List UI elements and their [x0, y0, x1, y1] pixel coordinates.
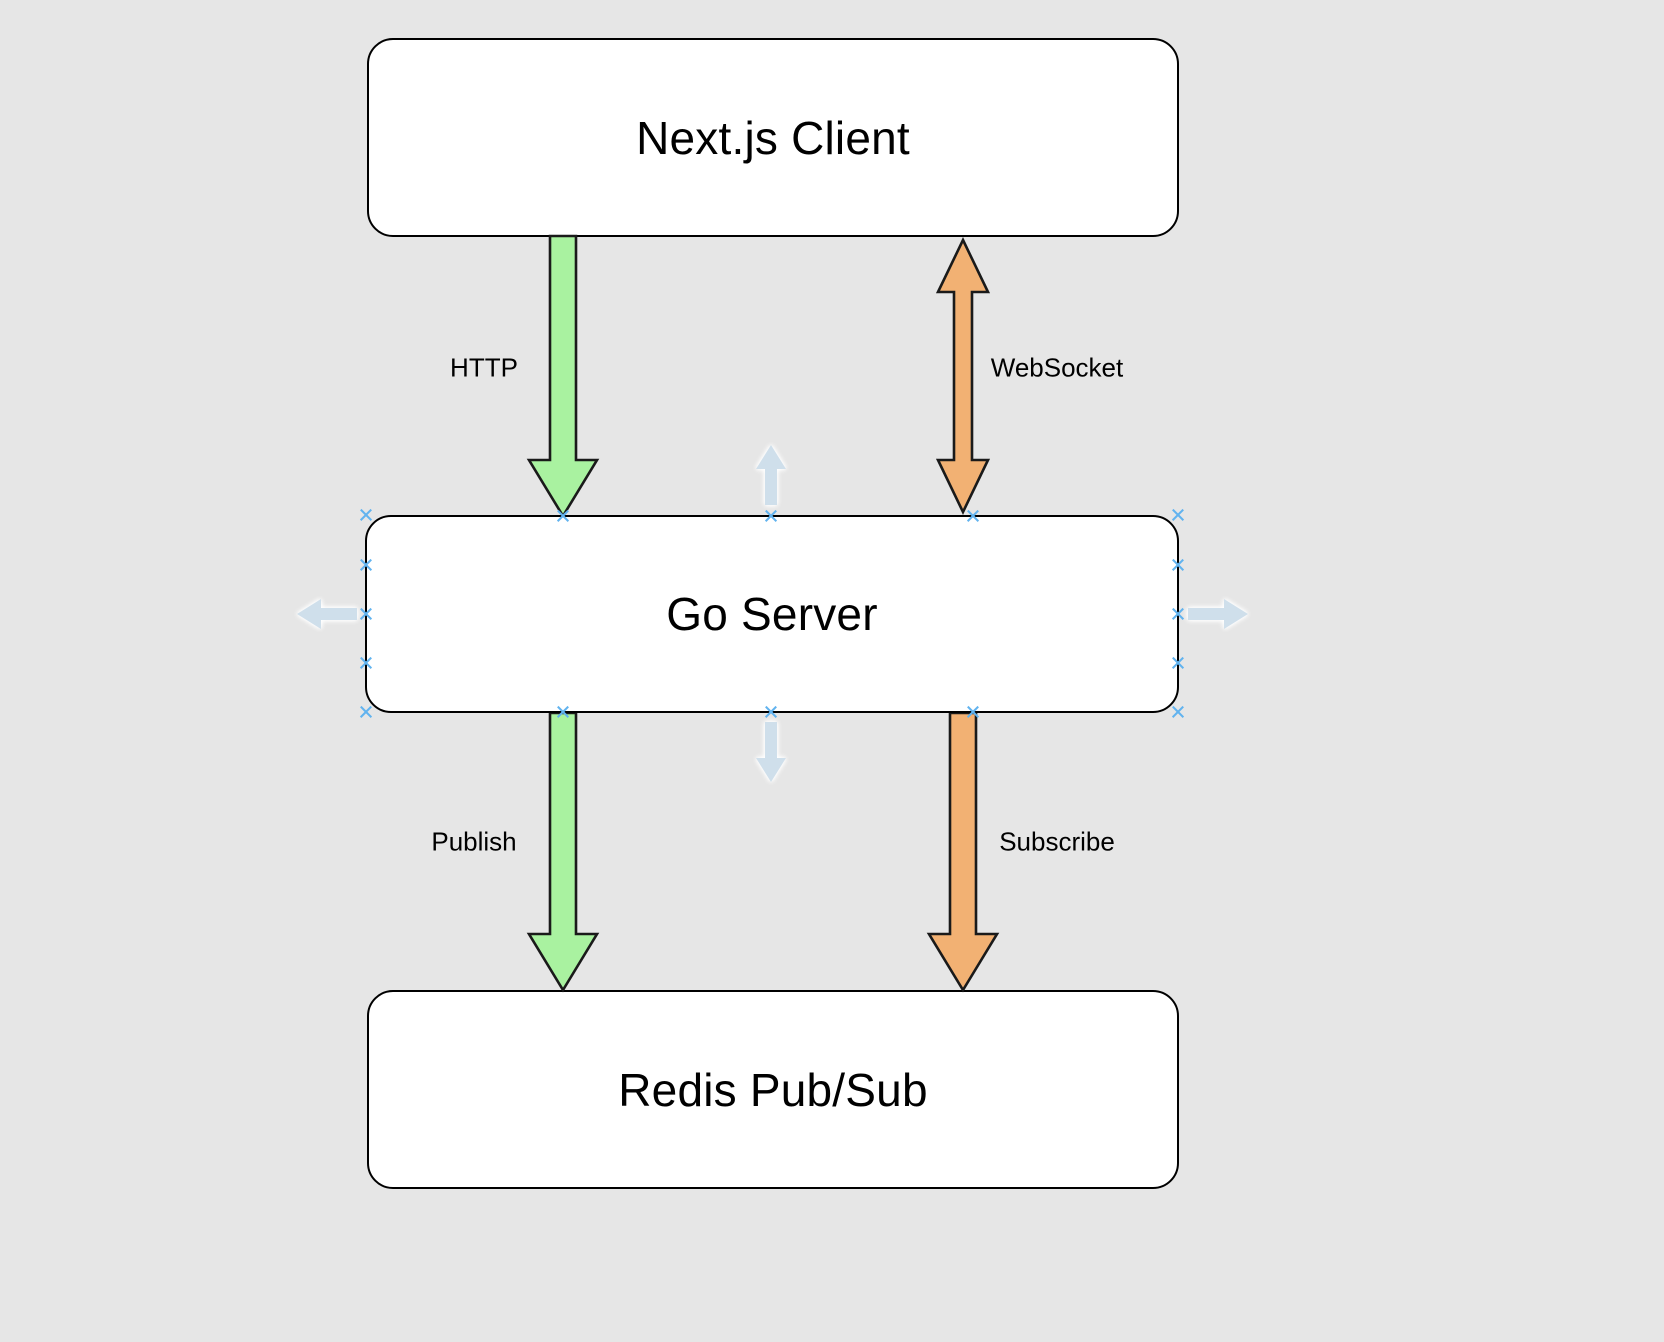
direction-arrow-down-icon[interactable] [755, 720, 787, 784]
connection-point-bottom-left-mid-icon[interactable] [555, 704, 571, 720]
connection-point-right-upper-icon[interactable] [1170, 557, 1186, 573]
connection-point-top-left-icon[interactable] [358, 507, 374, 523]
connection-point-right-center-icon[interactable] [1170, 606, 1186, 622]
connection-point-bottom-center-icon[interactable] [763, 704, 779, 720]
connection-point-top-right-mid-icon[interactable] [965, 508, 981, 524]
connection-point-left-center-icon[interactable] [358, 606, 374, 622]
connection-point-bottom-right-mid-icon[interactable] [965, 704, 981, 720]
connection-point-top-left-mid-icon[interactable] [555, 508, 571, 524]
node-label-redis: Redis Pub/Sub [618, 1063, 928, 1116]
connection-point-bottom-left-icon[interactable] [358, 704, 374, 720]
direction-arrow-right-icon[interactable] [1186, 598, 1250, 630]
connection-point-left-lower-icon[interactable] [358, 655, 374, 671]
connection-point-right-lower-icon[interactable] [1170, 655, 1186, 671]
node-label-client: Next.js Client [636, 111, 910, 164]
node-nextjs-client[interactable]: Next.js Client [367, 38, 1179, 237]
connection-point-top-center-icon[interactable] [763, 508, 779, 524]
direction-arrow-up-icon[interactable] [755, 443, 787, 507]
direction-arrow-left-icon[interactable] [295, 598, 359, 630]
connection-point-left-upper-icon[interactable] [358, 557, 374, 573]
connection-point-bottom-right-icon[interactable] [1170, 704, 1186, 720]
node-label-server: Go Server [666, 588, 878, 640]
node-redis-pubsub[interactable]: Redis Pub/Sub [367, 990, 1179, 1189]
connection-point-top-right-icon[interactable] [1170, 507, 1186, 523]
